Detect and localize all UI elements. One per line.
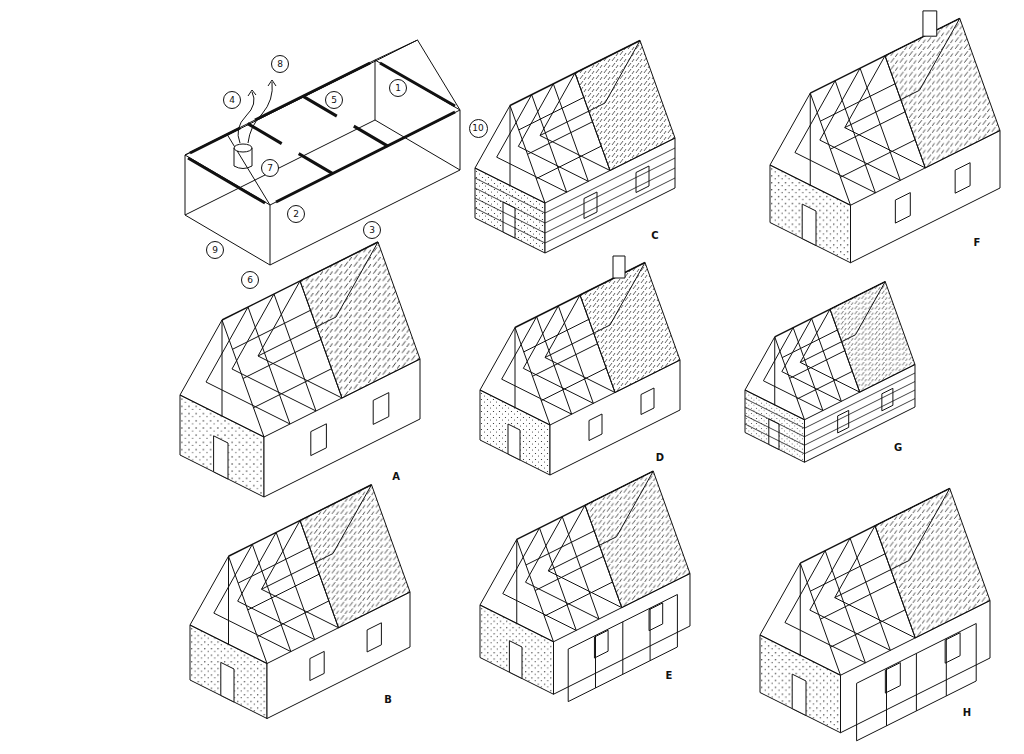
house-frame bbox=[475, 41, 675, 254]
arrowheads bbox=[248, 80, 276, 96]
callout-circle: 6 bbox=[241, 271, 259, 289]
floor-outline bbox=[185, 120, 460, 265]
panel-letter: B bbox=[383, 694, 393, 706]
callout-number: 2 bbox=[293, 210, 299, 219]
house-frame bbox=[770, 18, 1000, 262]
smoke-arrows bbox=[238, 82, 272, 143]
panel-letter: D bbox=[655, 452, 665, 464]
house-frame bbox=[745, 282, 915, 463]
log-walls bbox=[745, 373, 915, 454]
panel-letter: C bbox=[650, 230, 659, 242]
callout-number: 9 bbox=[212, 246, 218, 255]
house-A bbox=[180, 242, 420, 497]
gallery-posts bbox=[857, 624, 977, 741]
stove bbox=[234, 144, 252, 152]
callout-circle: 1 bbox=[389, 79, 407, 97]
callout-number: 1 bbox=[395, 84, 401, 93]
house-F bbox=[770, 11, 1000, 263]
callout-circle: 8 bbox=[271, 55, 289, 73]
porch-posts bbox=[568, 595, 677, 702]
box-edges bbox=[185, 60, 460, 265]
callout-circle: 7 bbox=[261, 159, 279, 177]
callout-number: 10 bbox=[472, 124, 483, 133]
panel-letter: G bbox=[893, 442, 903, 454]
house-C bbox=[475, 41, 675, 254]
house-frame bbox=[480, 263, 680, 476]
callout-circle: 3 bbox=[363, 221, 381, 239]
house-G bbox=[745, 282, 915, 463]
house-E bbox=[480, 471, 690, 701]
house-frame bbox=[760, 488, 990, 732]
house-frame bbox=[480, 471, 690, 694]
callout-circle: 5 bbox=[325, 91, 343, 109]
house-B bbox=[190, 485, 410, 719]
callout-number: 6 bbox=[247, 276, 253, 285]
callout-circle: 2 bbox=[287, 205, 305, 223]
callout-number: 7 bbox=[267, 164, 273, 173]
house-H bbox=[760, 488, 990, 740]
callout-circle: 4 bbox=[223, 91, 241, 109]
log-walls bbox=[475, 148, 675, 243]
panel-letter: H bbox=[962, 707, 972, 719]
callout-number: 5 bbox=[331, 96, 337, 105]
chimney bbox=[923, 11, 937, 36]
plan-panel bbox=[185, 40, 460, 265]
stove bbox=[234, 148, 252, 169]
wall-top-outline bbox=[185, 60, 460, 205]
panel-letter: A bbox=[391, 471, 401, 483]
roof-outline bbox=[185, 40, 460, 205]
outer-walls bbox=[188, 63, 455, 203]
panel-letter: E bbox=[665, 670, 674, 682]
callout-circle: 9 bbox=[206, 241, 224, 259]
callout-number: 4 bbox=[229, 96, 235, 105]
house-frame bbox=[190, 485, 410, 719]
callout-circle: 10 bbox=[469, 119, 488, 138]
callout-number: 3 bbox=[369, 226, 375, 235]
panel-letter: F bbox=[973, 237, 982, 249]
chimney bbox=[613, 256, 625, 278]
house-D bbox=[480, 256, 680, 475]
callout-number: 8 bbox=[277, 60, 283, 69]
house-frame bbox=[180, 242, 420, 497]
